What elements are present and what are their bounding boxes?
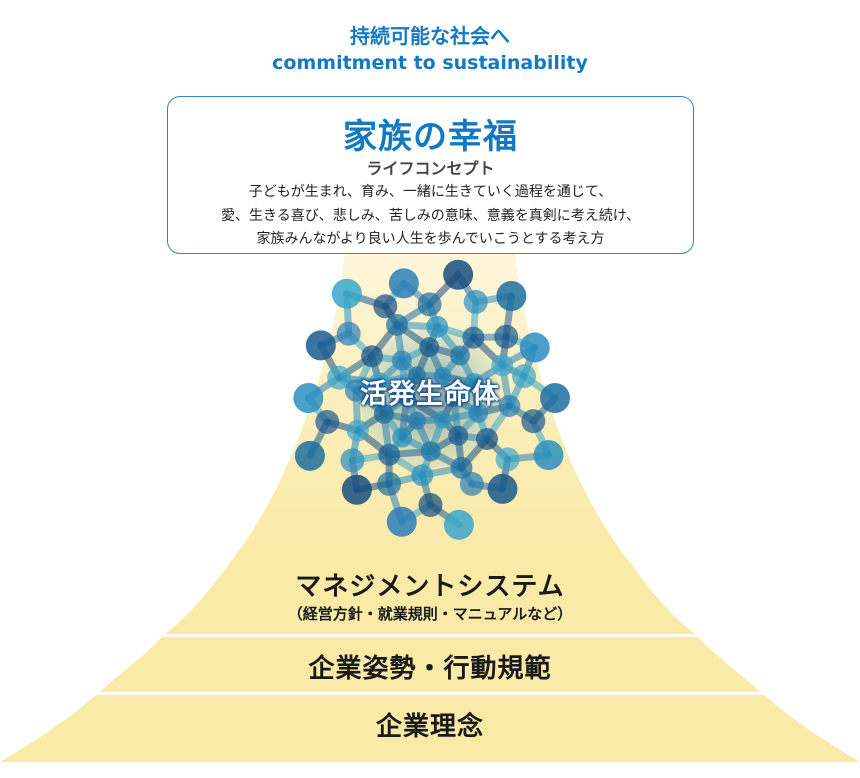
management-system-sublabel: （経営方針・就業規則・マニュアルなど）: [287, 605, 573, 623]
organism-node: [341, 474, 372, 505]
organism-node: [293, 383, 324, 413]
corporate-posture-label: 企業姿勢・行動規範: [308, 654, 552, 684]
organism-node: [496, 280, 527, 311]
organism-core: [360, 328, 500, 468]
concept-line: 愛、生きる喜び、悲しみ、苦しみの意味、意義を真剣に考え続け、: [220, 208, 641, 224]
organism-node: [443, 509, 474, 540]
organism-node: [443, 259, 474, 290]
corporate-philosophy-label: 企業理念: [375, 712, 484, 742]
organism-node: [346, 419, 369, 442]
organism-node: [498, 394, 521, 417]
concept-subtitle: ライフコンセプト: [366, 159, 495, 178]
organism-network-illustration: [293, 259, 570, 540]
organism-node: [418, 492, 443, 517]
organism-node: [512, 364, 537, 389]
organism-node: [411, 464, 434, 487]
concept-line: 家族みんながより良い人生を歩んでいこうとする考え方: [256, 231, 605, 247]
organism-node: [533, 440, 564, 471]
organism-node: [491, 354, 514, 377]
organism-node: [315, 409, 340, 434]
organism-node: [388, 268, 419, 299]
management-system-label: マネジメントシステム: [295, 572, 565, 602]
organism-node: [540, 383, 570, 413]
layer-management: [165, 556, 695, 634]
life-concept-card: 家族の幸福 ライフコンセプト 子どもが生まれ、育み、一緒に生きていく過程を通じて…: [167, 96, 694, 254]
concept-line: 子どもが生まれ、育み、一緒に生きていく過程を通じて、: [248, 184, 613, 200]
organism-node: [305, 330, 336, 361]
layer-philosophy: [0, 695, 860, 762]
organism-node: [377, 471, 402, 496]
organism-node: [495, 447, 520, 472]
organism-node: [331, 278, 362, 309]
organism-node: [487, 473, 518, 504]
organism-node: [521, 409, 546, 434]
organism-node: [327, 365, 352, 390]
headline-english: commitment to sustainability: [272, 52, 588, 74]
layer-posture: [100, 637, 760, 692]
organism-node: [386, 506, 417, 537]
organism-node: [463, 289, 488, 314]
organism-node: [340, 448, 365, 473]
organism-node: [494, 324, 519, 349]
headline-japanese: 持続可能な社会へ: [350, 24, 510, 48]
organism-node: [386, 313, 409, 336]
organism-label: 活発生命体: [360, 379, 500, 410]
organism-node: [373, 294, 398, 319]
organism-node: [417, 292, 442, 317]
organism-node: [294, 440, 325, 471]
organism-node: [336, 321, 361, 346]
organism-node: [519, 332, 550, 363]
concept-title: 家族の幸福: [343, 117, 518, 157]
